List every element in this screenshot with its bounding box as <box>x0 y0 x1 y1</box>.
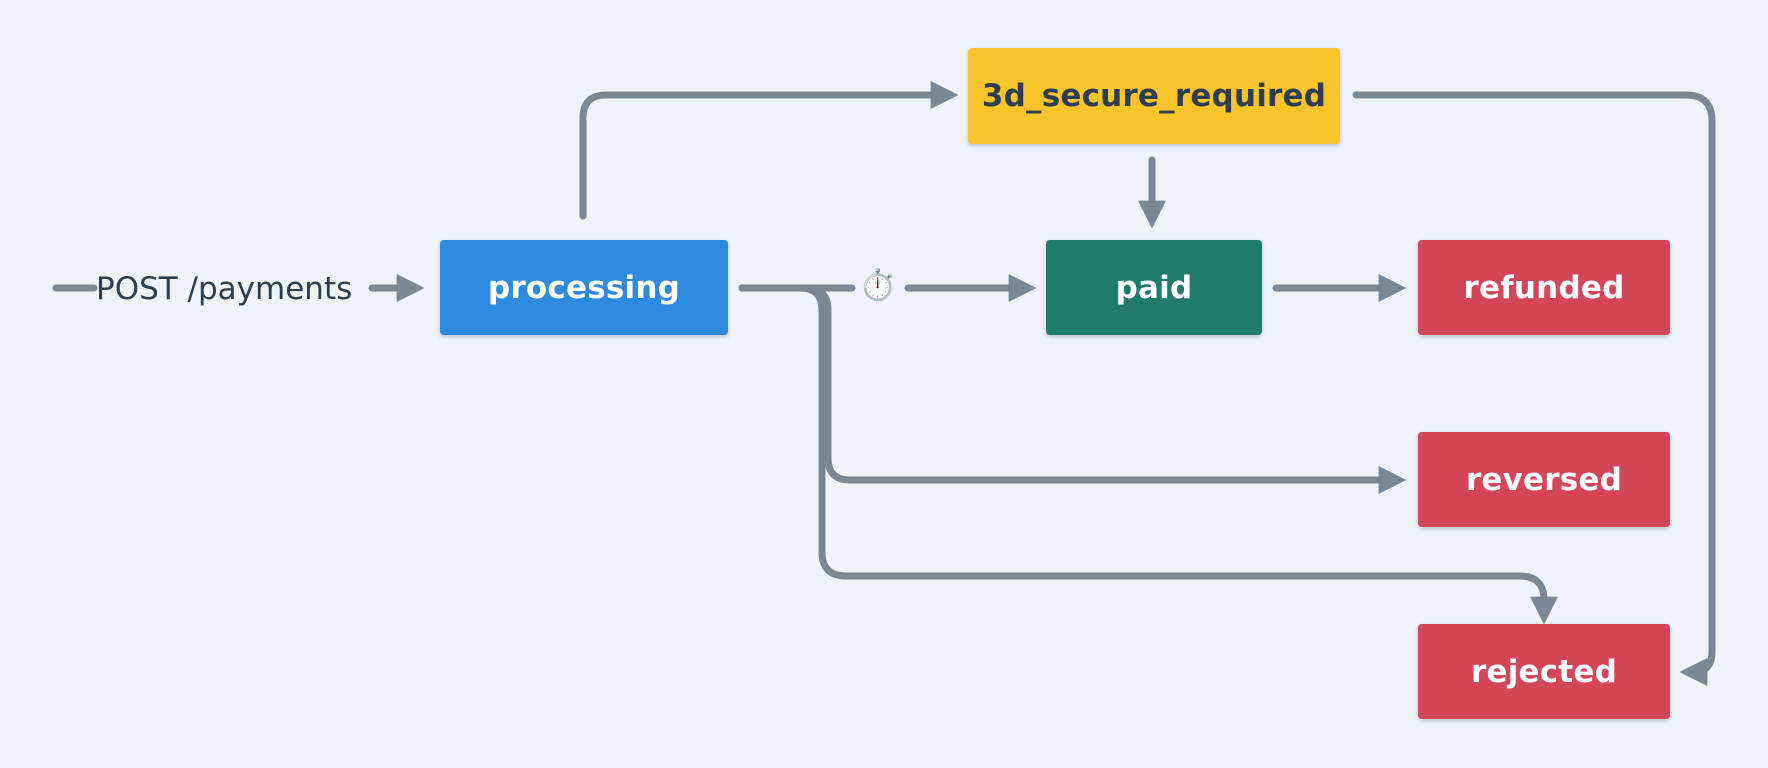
state-processing: processing <box>440 240 728 335</box>
state-refunded-label: refunded <box>1463 269 1625 306</box>
edge-processing-to-rejected <box>738 284 1558 625</box>
state-paid-label: paid <box>1115 269 1193 306</box>
entry-label: POST /payments <box>96 271 353 307</box>
state-refunded: refunded <box>1418 240 1670 335</box>
edge-processing-to-3d-secure <box>579 81 959 220</box>
state-3d-secure-required-label: 3d_secure_required <box>981 78 1327 114</box>
state-processing-label: processing <box>488 269 680 306</box>
state-rejected-label: rejected <box>1471 653 1617 690</box>
state-rejected: rejected <box>1418 624 1670 719</box>
edge-3d-secure-to-rejected <box>1352 91 1716 686</box>
state-reversed: reversed <box>1418 432 1670 527</box>
stopwatch-icon: ⏱️ <box>859 268 897 303</box>
state-reversed-label: reversed <box>1465 461 1623 498</box>
state-3d-secure-required: 3d_secure_required <box>968 48 1340 144</box>
state-paid: paid <box>1046 240 1262 335</box>
